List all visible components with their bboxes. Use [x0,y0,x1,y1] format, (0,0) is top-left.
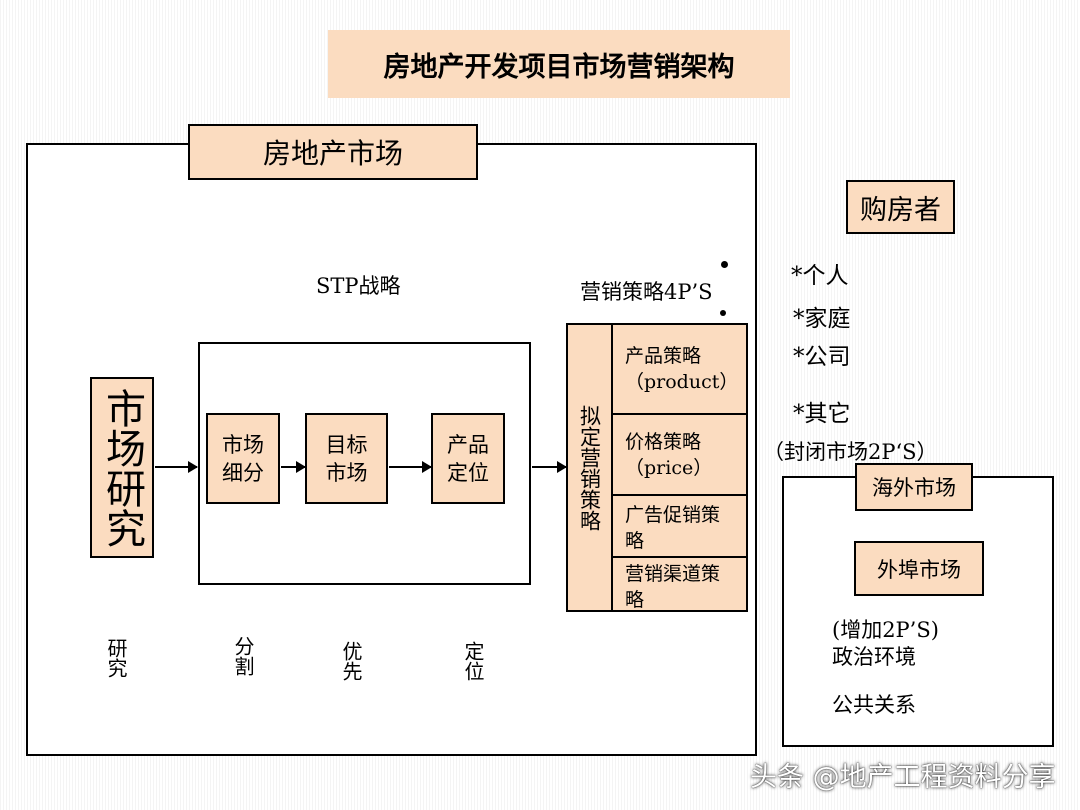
market-research-text: 市场研究 [99,387,145,548]
marketing-strategy-label: 营销策略4P’S [580,280,713,304]
buyer-family: *家庭 [793,306,851,332]
closed-market-note: （封闭市场2P‘S） [763,440,938,464]
stp-step-target: 目标市场 [305,413,388,504]
strategy-promotion: 广告促销策略 [611,494,748,558]
arrow-research-to-stp [155,461,198,473]
stp-step-positioning: 产品定位 [431,413,505,504]
page-title-text: 房地产开发项目市场营销架构 [383,51,735,83]
overseas-frame [782,476,1054,747]
bullet-dot-2 [720,310,726,316]
bullet-dot-1 [721,261,728,268]
bottom-label-segment: 分割 [231,636,255,676]
market-label-text: 房地产市场 [262,137,403,170]
strategy-channel: 营销渠道策略 [611,556,748,612]
buyer-other: *其它 [793,401,851,427]
overseas-politics: 政治环境 [832,645,916,669]
arrow-segmentation-to-target [281,461,306,473]
buyers-label-text: 购房者 [860,194,941,226]
buyer-individual: *个人 [791,263,849,289]
arrow-stp-to-strategy [532,461,567,473]
bottom-label-priority: 优先 [339,641,363,681]
watermark-text: 头条 @地产工程资料分享 [750,762,1056,793]
strategy-product: 产品策略 （product） [611,323,748,415]
buyers-label: 购房者 [846,180,955,234]
overseas-market-label: 海外市场 [855,463,973,511]
buyer-company: *公司 [793,344,851,370]
bottom-label-research: 研究 [104,638,128,678]
plan-strategy-text: 拟定营销策略 [577,404,602,531]
bottom-label-position: 定位 [461,641,485,681]
overseas-public-relations: 公共关系 [832,693,916,717]
market-research-box: 市场研究 [90,377,154,558]
arrow-target-to-positioning [389,461,432,473]
stp-step-segmentation: 市场细分 [206,413,280,504]
plan-strategy-box: 拟定营销策略 [566,323,613,612]
page-title: 房地产开发项目市场营销架构 [328,30,790,98]
outport-market-box: 外埠市场 [854,541,984,596]
overseas-add-note: (增加2P’S) [832,618,939,642]
strategy-price: 价格策略 （price） [611,413,748,496]
stp-label: STP战略 [316,274,401,298]
market-label: 房地产市场 [188,124,478,180]
